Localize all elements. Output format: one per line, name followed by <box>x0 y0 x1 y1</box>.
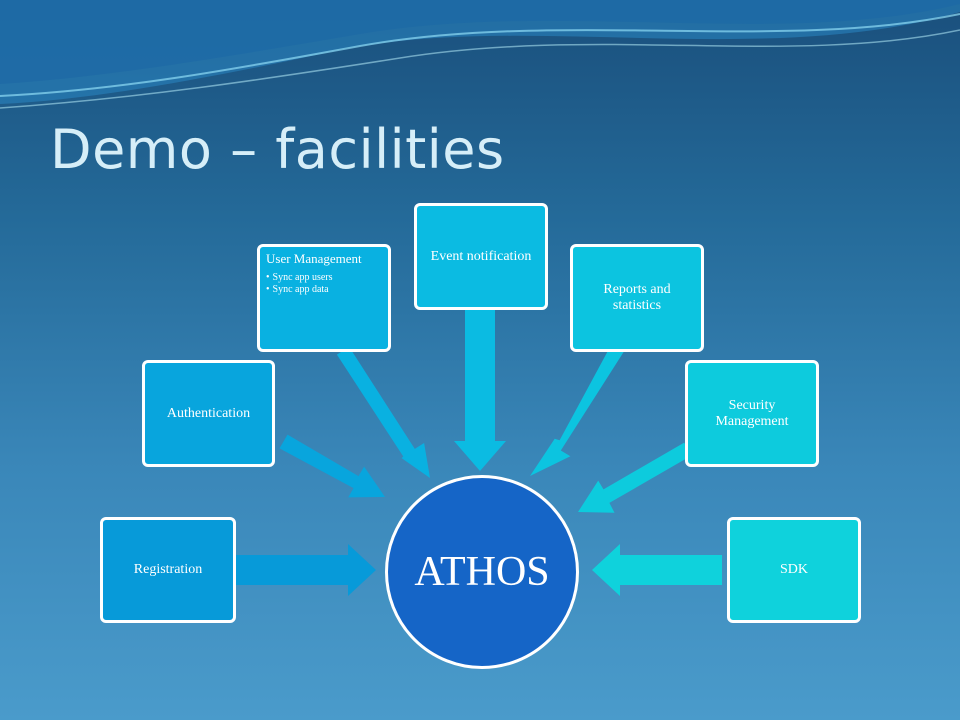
node-event-notification-label: Event notification <box>430 248 532 264</box>
arrow-event-notification <box>454 308 506 471</box>
node-user-management-bullets: Sync app users Sync app data <box>266 272 333 296</box>
arrow-security-management <box>578 442 692 513</box>
node-registration-label: Registration <box>133 562 203 577</box>
hub-athos-label: ATHOS <box>414 549 550 595</box>
slide-title: Demo – facilities <box>50 118 505 181</box>
node-sdk-label: SDK <box>779 562 808 577</box>
node-reports-and-statistics-label: Reports and statistics <box>603 282 671 313</box>
node-user-management[interactable]: User Management Sync app users Sync app … <box>257 244 391 352</box>
node-sdk[interactable]: SDK <box>727 517 861 623</box>
arrow-user-management <box>336 346 430 478</box>
header-waves-decoration <box>0 0 960 109</box>
arrow-reports-and-statistics <box>530 343 625 476</box>
hub-athos[interactable]: ATHOS <box>385 475 579 669</box>
bullet-item: Sync app data <box>266 284 333 296</box>
node-registration[interactable]: Registration <box>100 517 236 623</box>
bullet-item: Sync app users <box>266 272 333 284</box>
node-security-management-label: Security Management <box>715 397 789 429</box>
arrow-sdk <box>592 544 722 596</box>
node-security-management[interactable]: Security Management <box>685 360 819 467</box>
arrow-registration <box>236 544 376 596</box>
node-user-management-label: User Management <box>266 251 362 266</box>
node-event-notification[interactable]: Event notification <box>414 203 548 310</box>
arrow-authentication <box>279 434 385 498</box>
node-authentication[interactable]: Authentication <box>142 360 275 467</box>
node-reports-and-statistics[interactable]: Reports and statistics <box>570 244 704 352</box>
node-authentication-label: Authentication <box>166 405 251 421</box>
